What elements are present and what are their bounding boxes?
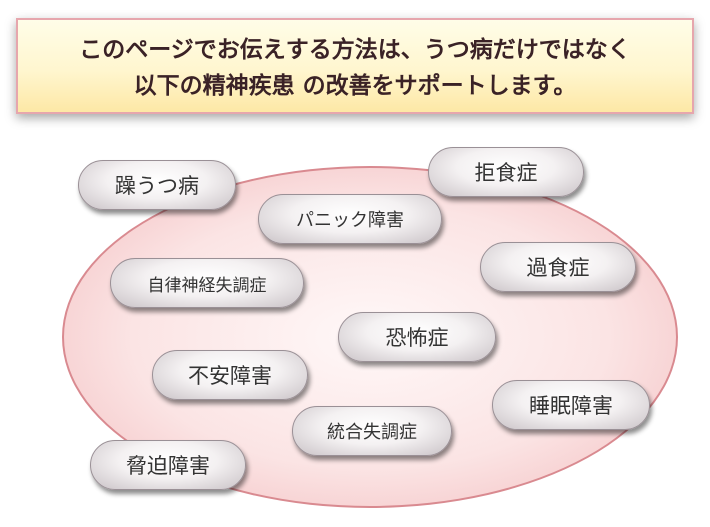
condition-panic: パニック障害 bbox=[258, 194, 442, 244]
condition-bipolar: 躁うつ病 bbox=[78, 160, 236, 210]
condition-phobia-label: 恐怖症 bbox=[385, 326, 449, 350]
condition-sleep-label: 睡眠障害 bbox=[529, 394, 613, 418]
condition-anxiety: 不安障害 bbox=[152, 350, 308, 400]
condition-anxiety-label: 不安障害 bbox=[188, 364, 272, 388]
condition-anorexia: 拒食症 bbox=[428, 147, 584, 197]
condition-autonomic-label: 自律神経失調症 bbox=[147, 275, 267, 296]
condition-binge-label: 過食症 bbox=[526, 256, 590, 280]
condition-anorexia-label: 拒食症 bbox=[474, 161, 538, 185]
condition-binge: 過食症 bbox=[480, 242, 636, 292]
banner-line-1: このページでお伝えする方法は、うつ病だけではなく bbox=[79, 36, 631, 63]
banner-line-2: 以下の精神疾患 の改善をサポートします。 bbox=[133, 72, 577, 99]
condition-ocd-label: 脅迫障害 bbox=[126, 454, 210, 478]
condition-bipolar-label: 躁うつ病 bbox=[115, 174, 199, 198]
condition-schizophrenia: 統合失調症 bbox=[292, 406, 452, 456]
condition-sleep: 睡眠障害 bbox=[492, 380, 650, 430]
intro-banner: このページでお伝えする方法は、うつ病だけではなく 以下の精神疾患 の改善をサポー… bbox=[16, 18, 694, 114]
condition-panic-label: パニック障害 bbox=[296, 210, 404, 231]
condition-phobia: 恐怖症 bbox=[338, 312, 496, 362]
condition-schizophrenia-label: 統合失調症 bbox=[327, 422, 417, 443]
condition-ocd: 脅迫障害 bbox=[90, 440, 246, 490]
condition-autonomic: 自律神経失調症 bbox=[110, 258, 304, 308]
